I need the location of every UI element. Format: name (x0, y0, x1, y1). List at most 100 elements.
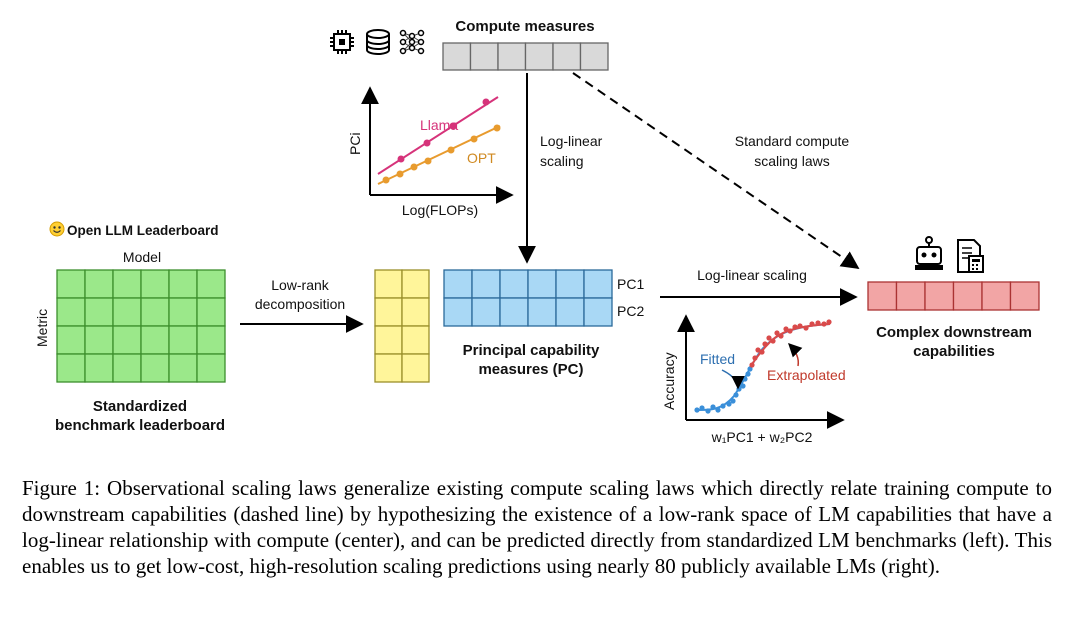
compute-cell (469, 42, 499, 71)
model-axis-label: Model (123, 249, 161, 265)
extrapolated-point (770, 338, 776, 344)
benchmark-cell (84, 269, 114, 299)
loglinear-label-line2: scaling (540, 153, 584, 169)
downstream-cell (981, 281, 1012, 311)
opt-point (447, 146, 455, 154)
compute-measures-grid (442, 42, 609, 71)
fitted-label: Fitted (700, 351, 735, 367)
benchmark-cell (84, 325, 114, 355)
metric-axis-label: Metric (34, 309, 50, 347)
lowrank-label-line1: Low-rank (271, 277, 330, 293)
extrapolated-point (803, 325, 809, 331)
benchmark-cell (140, 325, 170, 355)
inset-right-ylabel: Accuracy (661, 352, 677, 410)
pc-cell (555, 269, 585, 299)
extrapolated-point (809, 321, 815, 327)
extrapolated-point (815, 320, 821, 326)
extrapolated-point (749, 362, 755, 368)
extrapolated-point (792, 324, 798, 330)
downstream-capabilities-grid (867, 281, 1040, 311)
llama-point (423, 139, 431, 147)
benchmark-cell (56, 353, 86, 383)
extrapolated-point (826, 319, 832, 325)
opt-series-label: OPT (467, 150, 496, 166)
benchmark-cell (56, 297, 86, 327)
fitted-point (699, 405, 705, 411)
extrapolated-point (797, 323, 803, 329)
compute-scaling-dashed-arrow (572, 72, 860, 270)
figure-diagram: Compute measures Llama OPT PCi Log(FLOPs… (34, 18, 1040, 445)
inset-right-xlabel: w₁PC1 + w₂PC2 (711, 429, 813, 445)
right-arrow-label: Log-linear scaling (697, 267, 807, 283)
benchmark-cell (112, 269, 142, 299)
pc-cell (471, 297, 501, 327)
figure-caption: Figure 1: Observational scaling laws gen… (22, 476, 1052, 578)
compute-cell (524, 42, 554, 71)
benchmark-cell (168, 269, 198, 299)
pc-caption-line1: Principal capability (463, 342, 600, 359)
llama-series-label: Llama (420, 117, 458, 133)
downstream-caption-line1: Complex downstream (876, 324, 1032, 341)
inset-left-xlabel: Log(FLOPs) (402, 202, 478, 218)
factor-cell (401, 353, 430, 383)
extrapolated-point (821, 321, 827, 327)
benchmark-cell (196, 325, 226, 355)
pc-cell (555, 297, 585, 327)
benchmark-cell (112, 325, 142, 355)
opt-point (382, 176, 390, 184)
benchmark-cell (56, 325, 86, 355)
inset-left-ylabel: PCi (347, 132, 363, 155)
lowrank-label-line2: decomposition (255, 296, 345, 312)
compute-cell (579, 42, 609, 71)
extrapolated-label: Extrapolated (767, 367, 846, 383)
fitted-point (745, 371, 751, 377)
benchmark-cell (84, 297, 114, 327)
llama-trend-line (377, 96, 499, 175)
fitted-point (742, 376, 748, 382)
extrapolated-pointer (788, 343, 803, 367)
benchmark-cell (196, 269, 226, 299)
calculator-document-icon (957, 239, 984, 273)
database-icon (366, 29, 390, 55)
pc-cell (471, 269, 501, 299)
fitted-point (747, 366, 753, 372)
factor-cell (374, 297, 403, 327)
fitted-point (740, 383, 746, 389)
hugging-face-icon (49, 221, 65, 237)
factor-cell (401, 269, 430, 299)
benchmark-cell (168, 297, 198, 327)
fitted-point (733, 392, 739, 398)
compute-cell (552, 42, 582, 71)
llama-point (397, 155, 405, 163)
compute-measures-title: Compute measures (455, 18, 594, 35)
pc1-label: PC1 (617, 276, 644, 292)
extrapolated-point (752, 355, 758, 361)
extrapolated-point (787, 328, 793, 334)
pc-cell (443, 269, 473, 299)
benchmark-cell (112, 297, 142, 327)
fitted-point (726, 401, 732, 407)
low-rank-factor-grid (374, 269, 430, 383)
pc-cell (499, 297, 529, 327)
inset-accuracy-vs-pc: Fitted Extrapolated Accuracy w₁PC1 + w₂P… (661, 314, 846, 445)
extrapolated-point (759, 349, 765, 355)
benchmark-cell (168, 325, 198, 355)
benchmark-cell (56, 269, 86, 299)
downstream-cell (1009, 281, 1040, 311)
fitted-point (720, 403, 726, 409)
principal-capability-grid (443, 269, 613, 327)
compute-cell (497, 42, 527, 71)
neural-network-icon (399, 29, 425, 55)
downstream-cell (895, 281, 926, 311)
factor-cell (401, 325, 430, 355)
pc-cell (527, 297, 557, 327)
benchmark-cell (140, 297, 170, 327)
opt-point (470, 135, 478, 143)
llama-point (449, 122, 457, 130)
benchmark-cell (168, 353, 198, 383)
bench-caption-line2: benchmark leaderboard (55, 417, 225, 434)
bench-caption-line1: Standardized (93, 398, 187, 415)
extrapolated-point (766, 335, 772, 341)
opt-point (424, 157, 432, 165)
cpu-chip-icon (330, 30, 354, 54)
